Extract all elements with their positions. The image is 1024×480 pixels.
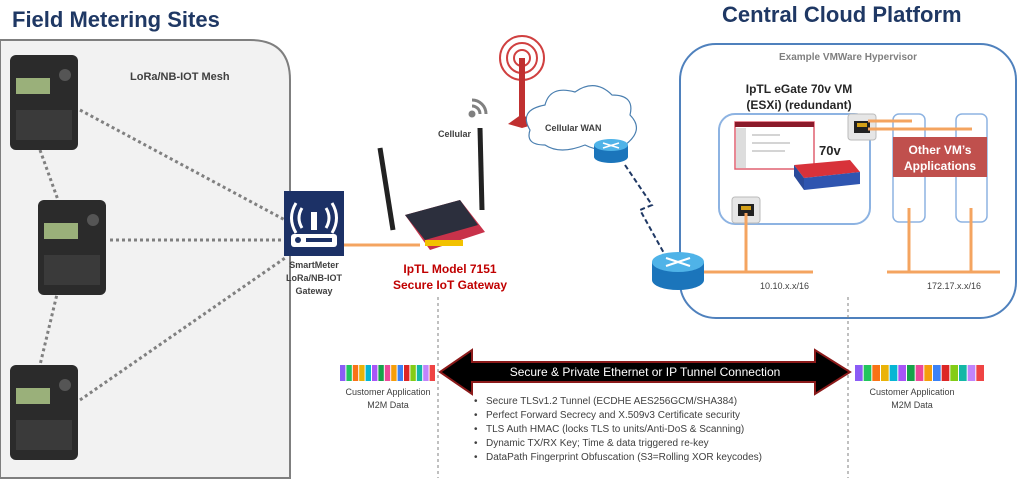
- data-stripe: [416, 365, 423, 381]
- ethernet-port-icon-apps: [847, 113, 877, 141]
- svg-text:•: •: [474, 410, 478, 421]
- svg-text:(ESXi) (redundant): (ESXi) (redundant): [746, 98, 851, 112]
- data-stripe: [976, 365, 984, 381]
- lan-links: [690, 119, 1000, 274]
- svg-text:Applications: Applications: [904, 159, 976, 173]
- data-stripe: [959, 365, 967, 381]
- svg-text:•: •: [474, 452, 478, 463]
- subnet-right: 172.17.x.x/16: [927, 281, 981, 291]
- svg-text:•: •: [474, 438, 478, 449]
- data-stripe: [941, 365, 950, 381]
- smart-meter-1[interactable]: [10, 55, 78, 150]
- feature-item: Secure TLSv1.2 Tunnel (ECDHE AES256GCM/S…: [486, 396, 737, 407]
- vm-title: IpTL eGate 70v VM (ESXi) (redundant): [746, 82, 852, 112]
- ethernet-port-icon-vm: [731, 196, 761, 224]
- svg-text:Customer Application: Customer Application: [345, 387, 430, 397]
- hypervisor-label: Example VMWare Hypervisor: [779, 52, 917, 63]
- data-stripe: [346, 365, 352, 381]
- title-central-cloud-platform: Central Cloud Platform: [722, 2, 962, 27]
- smart-meter-2[interactable]: [38, 200, 106, 295]
- tunnel-arrow: [438, 348, 852, 396]
- data-stripe: [907, 365, 915, 381]
- m2m-data-stripes-left: [340, 365, 435, 381]
- cellular-wan-cloud: [525, 85, 637, 151]
- other-vms-label: Other VM’s Applications: [904, 143, 976, 173]
- svg-text:M2M Data: M2M Data: [367, 400, 409, 410]
- feature-item: Perfect Forward Secrecy and X.509v3 Cert…: [486, 410, 740, 421]
- tunnel-label: Secure & Private Ethernet or IP Tunnel C…: [510, 365, 781, 379]
- data-stripe: [391, 365, 397, 381]
- feature-item: Dynamic TX/RX Key; Time & data triggered…: [486, 438, 709, 449]
- iot-gateway-device[interactable]: [377, 127, 485, 250]
- customer-data-label-left: Customer Application M2M Data: [345, 387, 430, 410]
- data-stripe: [397, 365, 403, 381]
- svg-text:IpTL eGate 70v VM: IpTL eGate 70v VM: [746, 82, 852, 96]
- egate-web-ui-screenshot: [734, 121, 815, 170]
- data-stripe: [410, 365, 416, 381]
- data-stripe: [340, 365, 346, 381]
- m2m-data-stripes-right: [855, 365, 984, 381]
- data-stripe: [872, 365, 880, 381]
- svg-text:•: •: [474, 396, 478, 407]
- svg-text:M2M Data: M2M Data: [891, 400, 933, 410]
- title-field-metering-sites: Field Metering Sites: [12, 7, 220, 32]
- svg-text:SmartMeter: SmartMeter: [289, 260, 339, 270]
- data-stripe: [924, 365, 932, 381]
- cellular-label: Cellular: [438, 129, 472, 139]
- data-stripe: [404, 365, 410, 381]
- data-stripe: [384, 365, 391, 381]
- wan-tunnel-link: [624, 164, 666, 256]
- data-stripe: [915, 365, 924, 381]
- svg-text:IpTL Model 7151: IpTL Model 7151: [403, 262, 496, 276]
- other-vms-box: [893, 137, 987, 177]
- svg-text:LoRa/NB-IOT: LoRa/NB-IOT: [286, 273, 342, 283]
- svg-text:Customer Application: Customer Application: [869, 387, 954, 397]
- svg-text:•: •: [474, 424, 478, 435]
- data-stripe: [365, 365, 371, 381]
- lora-gateway-icon[interactable]: [284, 191, 344, 256]
- data-stripe: [889, 365, 898, 381]
- iot-gateway-label: IpTL Model 7151 Secure IoT Gateway: [393, 262, 507, 292]
- wifi-signal-icon: [468, 98, 488, 118]
- data-stripe: [378, 365, 384, 381]
- data-stripe: [429, 365, 435, 381]
- cellular-wan-label: Cellular WAN: [545, 123, 602, 133]
- security-features-list: • Secure TLSv1.2 Tunnel (ECDHE AES256GCM/…: [474, 396, 762, 463]
- device-70v-label: 70v: [819, 143, 841, 158]
- smartmeter-gateway-label: SmartMeter LoRa/NB-IOT Gateway: [286, 260, 342, 296]
- data-stripe: [423, 365, 429, 381]
- data-stripe: [863, 365, 872, 381]
- svg-text:Secure IoT Gateway: Secure IoT Gateway: [393, 278, 507, 292]
- customer-data-label-right: Customer Application M2M Data: [869, 387, 954, 410]
- data-stripe: [967, 365, 976, 381]
- egate-70v-appliance: [794, 160, 860, 190]
- svg-text:Other VM’s: Other VM’s: [909, 143, 972, 157]
- data-stripe: [855, 365, 863, 381]
- data-stripe: [352, 365, 359, 381]
- data-stripe: [950, 365, 958, 381]
- feature-item: DataPath Fingerprint Obfuscation (S3=Rol…: [486, 452, 762, 463]
- feature-item: TLS Auth HMAC (locks TLS to units/Anti-D…: [486, 424, 744, 435]
- data-stripe: [933, 365, 941, 381]
- data-stripe: [881, 365, 889, 381]
- data-stripe: [372, 365, 378, 381]
- mesh-label: LoRa/NB-IOT Mesh: [130, 71, 230, 83]
- data-stripe: [359, 365, 365, 381]
- smart-meter-3[interactable]: [10, 365, 78, 460]
- svg-text:Gateway: Gateway: [295, 286, 332, 296]
- mesh-links: [38, 108, 286, 402]
- data-stripe: [898, 365, 906, 381]
- router-icon-edge[interactable]: [652, 252, 704, 290]
- subnet-left: 10.10.x.x/16: [760, 281, 809, 291]
- router-icon-wan[interactable]: [594, 139, 628, 163]
